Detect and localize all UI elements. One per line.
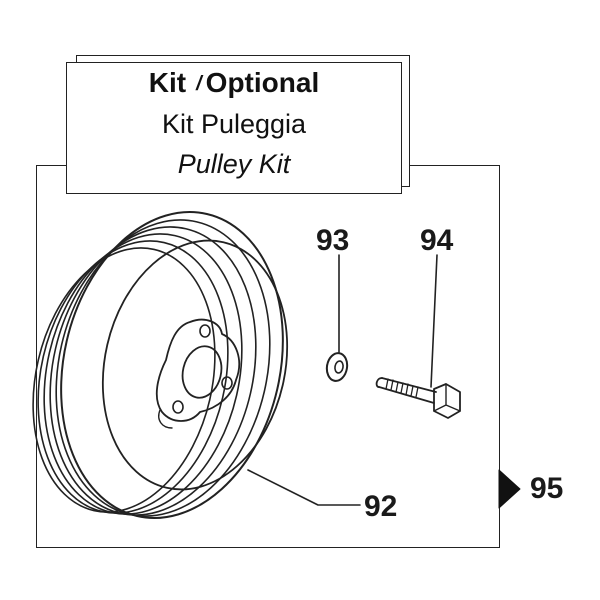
title-card: Kit /Optional Kit Puleggia Pulley Kit (66, 62, 402, 194)
bolt-drawing (375, 377, 461, 419)
pulley-face-ring (101, 239, 289, 491)
pulley-center-bore (181, 345, 223, 399)
callout-93: 93 (316, 224, 350, 257)
washer-drawing (325, 352, 349, 382)
pulley-outer-rim (60, 211, 284, 519)
bolt-leader (430, 254, 438, 388)
pulley-bolt-hole (199, 324, 211, 338)
callout-92: 92 (364, 490, 398, 523)
optional-label: Optional (205, 67, 320, 98)
pulley-groove-ring (32, 247, 216, 513)
english-kit-name: Pulley Kit (177, 149, 291, 179)
title-kit-optional: Kit /Optional (67, 67, 401, 99)
pulley-groove-ring (37, 240, 229, 514)
pulley-drawing (32, 211, 289, 519)
kit-label: Kit (148, 67, 187, 98)
italian-kit-name: Kit Puleggia (161, 109, 307, 139)
pulley-groove-ring (43, 233, 243, 515)
pulley-bolt-hole (221, 376, 233, 390)
callout-95: 95 (530, 472, 564, 505)
pulley-leader (247, 469, 361, 506)
pulley-bolt-hole (172, 400, 184, 414)
callout-94: 94 (420, 224, 454, 257)
title-separator: / (196, 73, 202, 95)
leader-lines (247, 254, 438, 506)
triangle-arrow-icon (498, 469, 521, 509)
pulley-hub-flange (155, 318, 241, 422)
